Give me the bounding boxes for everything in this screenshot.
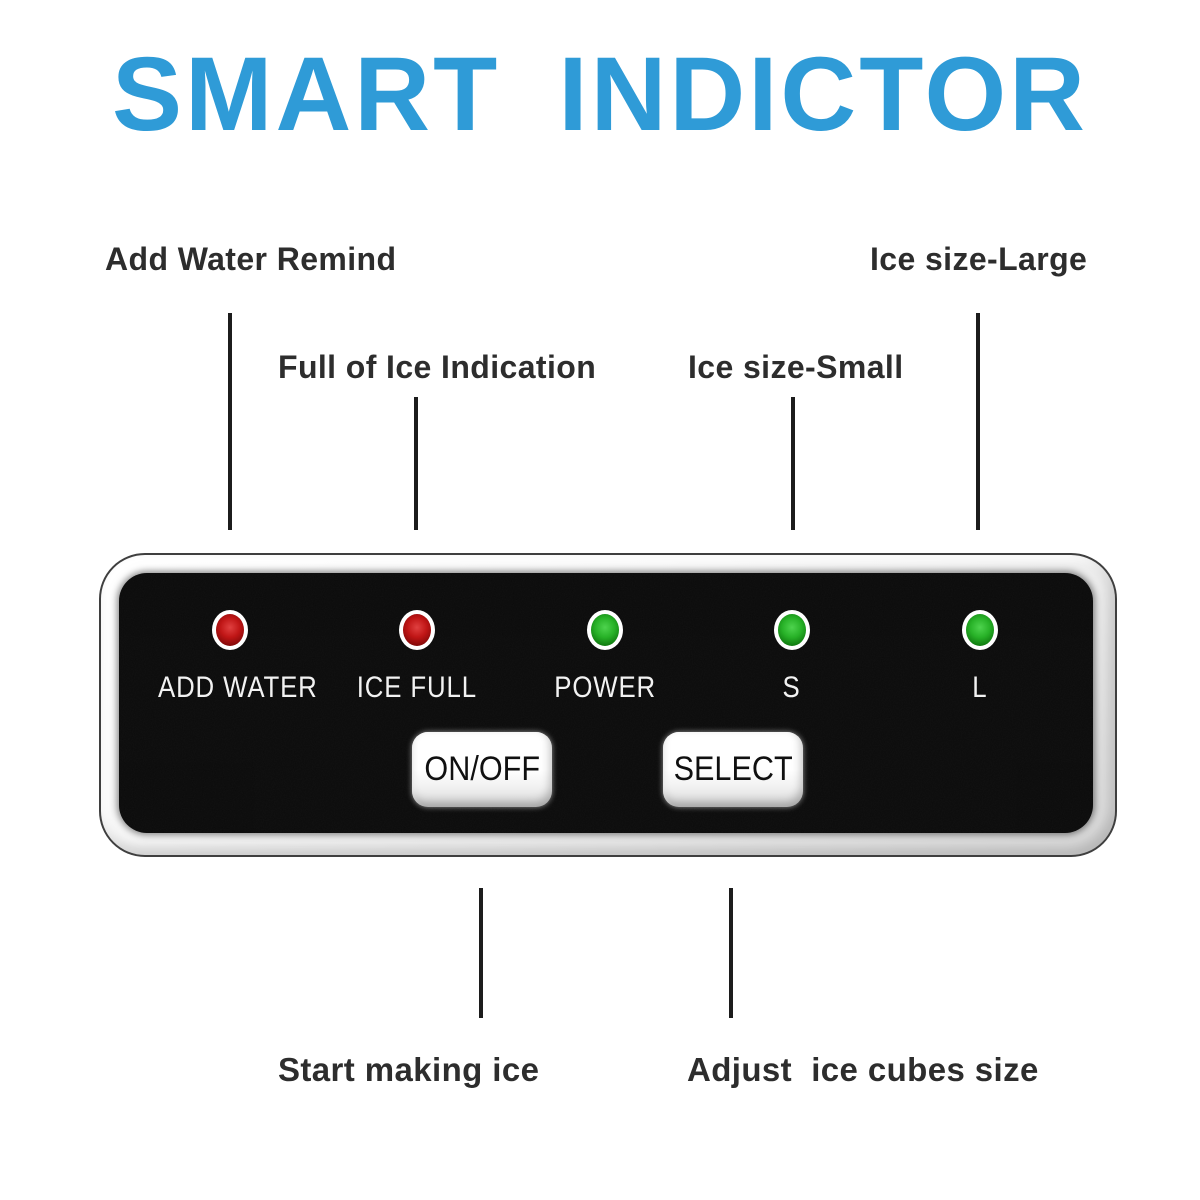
pointer-line-ice-full bbox=[414, 397, 418, 530]
indicator-power: POWER bbox=[520, 610, 690, 705]
pointer-line-on-off bbox=[479, 888, 483, 1018]
callout-ice-size-small: Ice size-Small bbox=[688, 349, 904, 385]
led-power-icon bbox=[587, 610, 623, 650]
callout-ice-size-large: Ice size-Large bbox=[870, 241, 1088, 277]
control-panel-frame: ADD WATER ICE FULL POWER S L ON/OFF bbox=[99, 553, 1117, 857]
callout-adjust-ice-cubes-size: Adjust ice cubes size bbox=[687, 1051, 1039, 1088]
led-ice-full-icon bbox=[399, 610, 435, 650]
pointer-line-ice-size-large bbox=[976, 313, 980, 530]
pointer-line-add-water bbox=[228, 313, 232, 530]
indicator-size-small: S bbox=[707, 610, 877, 705]
callout-start-making-ice: Start making ice bbox=[278, 1051, 540, 1088]
led-size-large-icon bbox=[962, 610, 998, 650]
indicator-add-water: ADD WATER bbox=[145, 610, 318, 705]
indicator-label-ice-full: ICE FULL bbox=[356, 671, 478, 704]
select-button[interactable]: SELECT bbox=[663, 732, 803, 807]
callout-add-water-remind: Add Water Remind bbox=[105, 241, 397, 277]
pointer-line-ice-size-small bbox=[791, 397, 795, 530]
on-off-button[interactable]: ON/OFF bbox=[412, 732, 552, 807]
page-title: SMART INDICTOR bbox=[111, 36, 1089, 153]
led-size-small-icon bbox=[774, 610, 810, 650]
indicator-ice-full: ICE FULL bbox=[332, 610, 502, 705]
led-add-water-icon bbox=[212, 610, 248, 650]
pointer-line-select bbox=[729, 888, 733, 1018]
select-button-label: SELECT bbox=[673, 750, 793, 788]
indicator-size-large: L bbox=[895, 610, 1065, 705]
callout-full-of-ice-indication: Full of Ice Indication bbox=[278, 349, 597, 385]
indicator-label-size-small: S bbox=[782, 671, 802, 704]
control-panel: ADD WATER ICE FULL POWER S L ON/OFF bbox=[119, 573, 1093, 833]
on-off-button-label: ON/OFF bbox=[424, 750, 540, 788]
indicator-label-power: POWER bbox=[554, 671, 656, 704]
indicator-label-add-water: ADD WATER bbox=[157, 671, 318, 704]
indicator-label-size-large: L bbox=[972, 671, 988, 704]
